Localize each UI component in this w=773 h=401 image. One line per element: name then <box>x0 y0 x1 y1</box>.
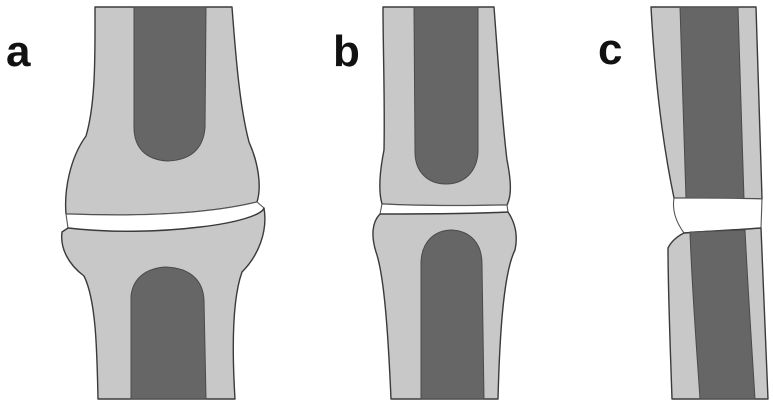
panel-b-lower-marrow <box>421 230 484 399</box>
panel-a: a <box>6 7 265 399</box>
panel-c-lower-marrow <box>690 230 755 399</box>
panel-c: c <box>598 7 768 399</box>
panel-c-label: c <box>598 25 622 74</box>
panel-a-label: a <box>6 27 31 76</box>
panel-b-upper-marrow <box>414 7 478 184</box>
panel-a-lower-marrow <box>131 267 206 399</box>
panel-b-label: b <box>333 27 360 76</box>
panel-c-bridging-segment <box>673 198 762 233</box>
panel-a-upper-marrow <box>134 7 206 161</box>
panel-b: b <box>333 7 516 399</box>
panel-c-upper-marrow <box>680 7 744 199</box>
